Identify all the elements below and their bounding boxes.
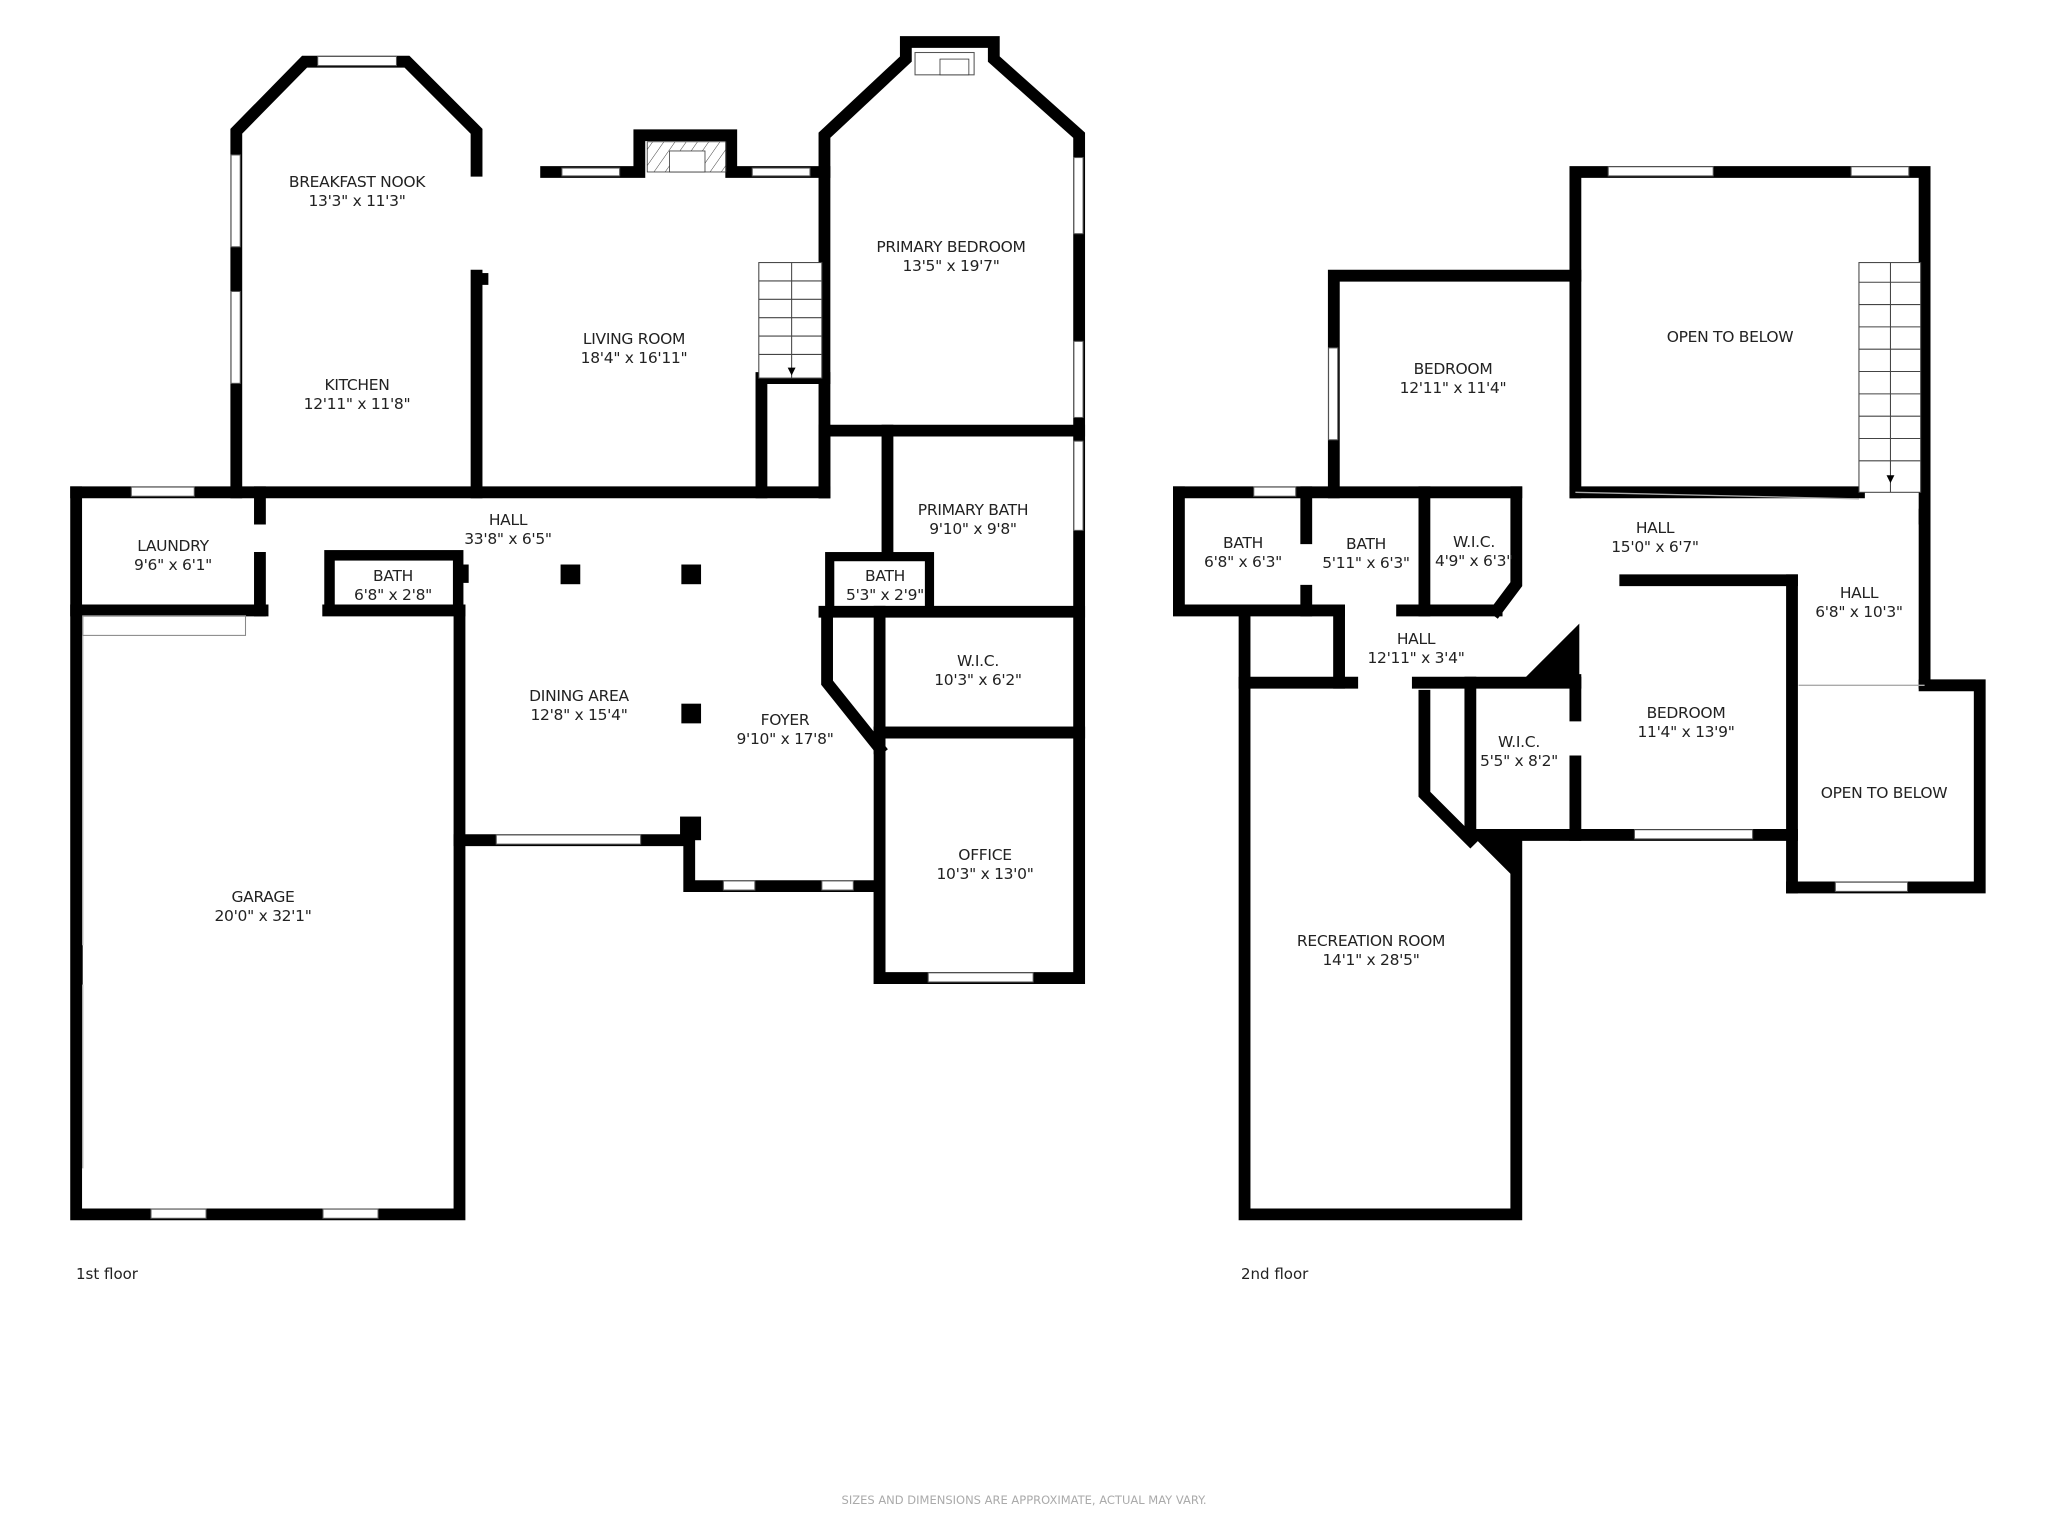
room-dims: 9'10" x 9'8" xyxy=(929,520,1017,538)
room-dims: 6'8" x 2'8" xyxy=(354,586,432,604)
room-name: W.I.C. xyxy=(1453,533,1495,551)
room-name: HALL xyxy=(1635,519,1675,537)
room-dims: 9'10" x 17'8" xyxy=(736,730,834,748)
room-foyer: FOYER 9'10" x 17'8" xyxy=(736,711,833,749)
room-dims: 11'4" x 13'9" xyxy=(1637,723,1735,741)
room-dims: 13'5" x 19'7" xyxy=(902,257,1000,275)
room-dims: 6'8" x 6'3" xyxy=(1204,553,1282,571)
room-name: BEDROOM xyxy=(1646,704,1726,722)
room-name: FOYER xyxy=(760,711,810,729)
room-name: OFFICE xyxy=(958,846,1012,864)
room-hall-2nd-short: HALL 12'11" x 3'4" xyxy=(1367,630,1464,668)
floor-label-2nd: 2nd floor xyxy=(1241,1265,1309,1283)
second-floor-stairs xyxy=(1858,262,1922,493)
room-office: OFFICE 10'3" x 13'0" xyxy=(936,846,1033,884)
room-name: W.I.C. xyxy=(957,652,999,670)
room-name: KITCHEN xyxy=(324,376,390,394)
room-name: OPEN TO BELOW xyxy=(1820,784,1948,802)
room-dining-area: DINING AREA 12'8" x 15'4" xyxy=(529,687,629,725)
room-wic-2nd-b: W.I.C. 5'5" x 8'2" xyxy=(1480,733,1558,771)
first-floor-walls xyxy=(70,36,1086,1221)
room-kitchen: KITCHEN 12'11" x 11'8" xyxy=(304,376,411,414)
room-dims: 15'0" x 6'7" xyxy=(1611,538,1699,556)
room-bath-primary-side: BATH 5'3" x 2'9" xyxy=(846,567,924,605)
room-dims: 9'6" x 6'1" xyxy=(134,556,212,574)
room-wic-1st: W.I.C. 10'3" x 6'2" xyxy=(934,652,1022,690)
room-dims: 5'5" x 8'2" xyxy=(1480,752,1558,770)
room-dims: 12'8" x 15'4" xyxy=(530,706,628,724)
room-name: GARAGE xyxy=(231,888,295,906)
room-laundry: LAUNDRY 9'6" x 6'1" xyxy=(134,537,212,575)
room-name: BATH xyxy=(1223,534,1263,552)
room-dims: 13'3" x 11'3" xyxy=(308,192,406,210)
room-name: HALL xyxy=(1839,584,1879,602)
room-open-to-below-large: OPEN TO BELOW xyxy=(1667,328,1794,347)
room-garage: GARAGE 20'0" x 32'1" xyxy=(214,888,311,926)
disclaimer-text: SIZES AND DIMENSIONS ARE APPROXIMATE, AC… xyxy=(841,1493,1207,1507)
room-breakfast-nook: BREAKFAST NOOK 13'3" x 11'3" xyxy=(288,173,426,211)
room-name: BATH xyxy=(865,567,905,585)
room-name: PRIMARY BEDROOM xyxy=(876,238,1026,256)
room-name: LIVING ROOM xyxy=(582,330,686,348)
first-floor-windows xyxy=(130,51,1084,1219)
room-dims: 20'0" x 32'1" xyxy=(214,907,312,925)
first-floor-stairs xyxy=(758,262,823,379)
room-dims: 12'11" x 11'4" xyxy=(1399,379,1507,397)
room-open-to-below-small: OPEN TO BELOW xyxy=(1821,784,1948,803)
room-dims: 4'9" x 6'3" xyxy=(1435,552,1513,570)
room-dims: 18'4" x 16'11" xyxy=(580,349,688,367)
room-name: BREAKFAST NOOK xyxy=(288,173,426,191)
room-bath-2nd-b: BATH 5'11" x 6'3" xyxy=(1322,535,1410,573)
second-floor-windows xyxy=(1253,166,1925,892)
room-bath-small: BATH 6'8" x 2'8" xyxy=(354,567,432,605)
room-name: PRIMARY BATH xyxy=(917,501,1029,519)
room-recreation-room: RECREATION ROOM 14'1" x 28'5" xyxy=(1297,932,1445,970)
room-primary-bath: PRIMARY BATH 9'10" x 9'8" xyxy=(917,501,1029,539)
room-name: OPEN TO BELOW xyxy=(1666,328,1794,346)
room-dims: 14'1" x 28'5" xyxy=(1322,951,1420,969)
room-name: W.I.C. xyxy=(1498,733,1540,751)
room-bath-2nd-a: BATH 6'8" x 6'3" xyxy=(1204,534,1282,572)
room-name: RECREATION ROOM xyxy=(1296,932,1446,950)
room-name: HALL xyxy=(488,511,528,529)
room-dims: 5'3" x 2'9" xyxy=(846,586,924,604)
room-hall-1st: HALL 33'8" x 6'5" xyxy=(464,511,552,549)
room-dims: 12'11" x 11'8" xyxy=(303,395,411,413)
room-primary-bedroom: PRIMARY BEDROOM 13'5" x 19'7" xyxy=(876,238,1026,276)
room-dims: 10'3" x 6'2" xyxy=(934,671,1022,689)
room-dims: 6'8" x 10'3" xyxy=(1815,603,1903,621)
room-name: HALL xyxy=(1396,630,1436,648)
room-dims: 33'8" x 6'5" xyxy=(464,530,552,548)
room-living-room: LIVING ROOM 18'4" x 16'11" xyxy=(581,330,688,368)
room-name: LAUNDRY xyxy=(137,537,209,555)
floor-label-1st: 1st floor xyxy=(76,1265,138,1283)
room-name: BATH xyxy=(1346,535,1386,553)
second-floor-walls xyxy=(1173,166,1986,1221)
room-name: DINING AREA xyxy=(529,687,629,705)
room-hall-2nd-side: HALL 6'8" x 10'3" xyxy=(1815,584,1903,622)
room-bedroom-upper-left: BEDROOM 12'11" x 11'4" xyxy=(1400,360,1507,398)
room-bedroom-2nd-right: BEDROOM 11'4" x 13'9" xyxy=(1637,704,1734,742)
room-dims: 5'11" x 6'3" xyxy=(1322,554,1410,572)
room-name: BEDROOM xyxy=(1413,360,1493,378)
room-dims: 12'11" x 3'4" xyxy=(1367,649,1465,667)
room-hall-2nd-main: HALL 15'0" x 6'7" xyxy=(1611,519,1699,557)
room-dims: 10'3" x 13'0" xyxy=(936,865,1034,883)
room-wic-2nd-a: W.I.C. 4'9" x 6'3" xyxy=(1435,533,1513,571)
room-name: BATH xyxy=(373,567,413,585)
